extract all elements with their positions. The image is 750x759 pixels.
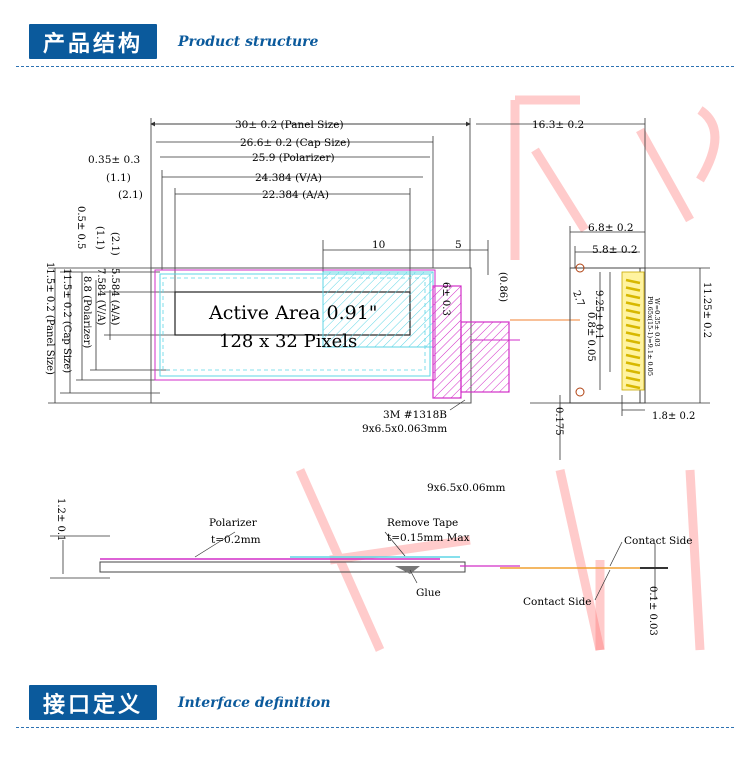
fpc-pin (625, 286, 641, 292)
fpc-pin (625, 346, 641, 352)
dim-v-2-1: (2.1) (109, 232, 120, 256)
remove-tape-label: Remove Tape (387, 517, 458, 529)
fpc-pin (625, 383, 641, 390)
fpc-hatched (460, 321, 510, 393)
section-title-cn: 接口定义 (29, 685, 157, 720)
header-divider (16, 66, 734, 67)
fpc-pin (625, 293, 641, 300)
fpc-pin (625, 376, 641, 382)
fpc-pin (625, 338, 641, 345)
dim-0-35: 0.35± 0.3 (88, 154, 140, 166)
dim-1-8: 1.8± 0.2 (652, 411, 695, 422)
header-divider (16, 727, 734, 728)
dim-11-5-cap: 11.5± 0.2 (Cap Size) (61, 268, 72, 373)
dim-6-8: 6.8± 0.2 (588, 222, 634, 234)
tape-size-side-label: 9x6.5x0.06mm (427, 482, 506, 494)
dim-10: 10 (372, 239, 385, 251)
section-title-en: Interface definition (178, 695, 331, 711)
fpc-pin (625, 353, 641, 360)
section-title-en: Product structure (178, 34, 319, 50)
fpc-width-note: W=0.35± 0.03 (653, 298, 661, 347)
tape-name-label: 3M #1318B (383, 409, 447, 421)
dim-1-1: (1.1) (106, 172, 131, 184)
dim-aa: 22.384 (A/A) (262, 189, 329, 201)
tape-region (432, 285, 462, 399)
pixels-label: 128 x 32 Pixels (219, 331, 357, 352)
dim-11-5-panel: 11.5± 0.2 (Panel Size) (44, 262, 55, 375)
dim-0-175: 0.175 (553, 407, 564, 436)
side-view (50, 535, 668, 600)
dim-1-2: 1.2± 0.1 (55, 498, 66, 541)
dim-0-5: 0.5± 0.5 (75, 206, 86, 249)
dim-9-25: 9.25± 0.1 (593, 290, 604, 340)
contact-side-right: Contact Side (624, 535, 693, 547)
polarizer-label: Polarizer (209, 517, 258, 529)
dim-cap-size: 26.6± 0.2 (Cap Size) (240, 137, 350, 149)
section-header-product-structure: 产品结构 Product structure (0, 0, 750, 67)
fpc-pin (625, 308, 641, 315)
active-area-label: Active Area 0.91" (208, 302, 378, 324)
polarizer-thickness: t=0.2mm (211, 534, 261, 546)
dim-2-1: (2.1) (118, 189, 143, 201)
dim-0-1: 0.1± 0.03 (647, 586, 658, 636)
fpc-pin (625, 361, 641, 367)
fpc-pitch-note: P0.65x(15-1)=9.1± 0.05 (646, 296, 654, 376)
fpc-pin (625, 316, 641, 322)
dim-0-8: 0.8± 0.05 (585, 312, 596, 362)
dim-5: 5 (455, 239, 462, 251)
section-title-cn: 产品结构 (29, 24, 157, 59)
dim-0-86: (0.86) (497, 272, 508, 302)
section-header-interface-definition: 接口定义 Interface definition (0, 661, 750, 728)
contact-side-left: Contact Side (523, 596, 592, 608)
dim-panel-size: 30± 0.2 (Panel Size) (235, 119, 344, 131)
dim-polarizer: 25.9 (Polarizer) (252, 152, 335, 164)
dim-7-584: 7.584 (V/A) (95, 268, 106, 326)
fpc-pin (625, 331, 641, 337)
tape-size-label: 9x6.5x0.063mm (362, 423, 447, 435)
remove-tape-thickness: t=0.15mm Max (387, 532, 470, 544)
dim-8-8: 8.8 (Polarizer) (81, 276, 92, 348)
fpc-pin (625, 301, 641, 307)
glue-label: Glue (416, 587, 441, 599)
fpc-pin (625, 278, 641, 285)
dim-16-3: 16.3± 0.2 (532, 119, 584, 131)
dim-5-8: 5.8± 0.2 (592, 244, 638, 256)
fpc-pin (625, 368, 641, 375)
dim-v-1-1: (1.1) (94, 226, 105, 250)
dim-6: 6± 0.3 (440, 282, 451, 316)
fpc-pin (625, 323, 641, 330)
dim-2-7: 2.7 (570, 289, 586, 308)
dim-va: 24.384 (V/A) (255, 172, 322, 184)
dim-5-584: 5.584 (A/A) (109, 268, 120, 326)
dim-11-25: 11.25± 0.2 (701, 282, 712, 338)
